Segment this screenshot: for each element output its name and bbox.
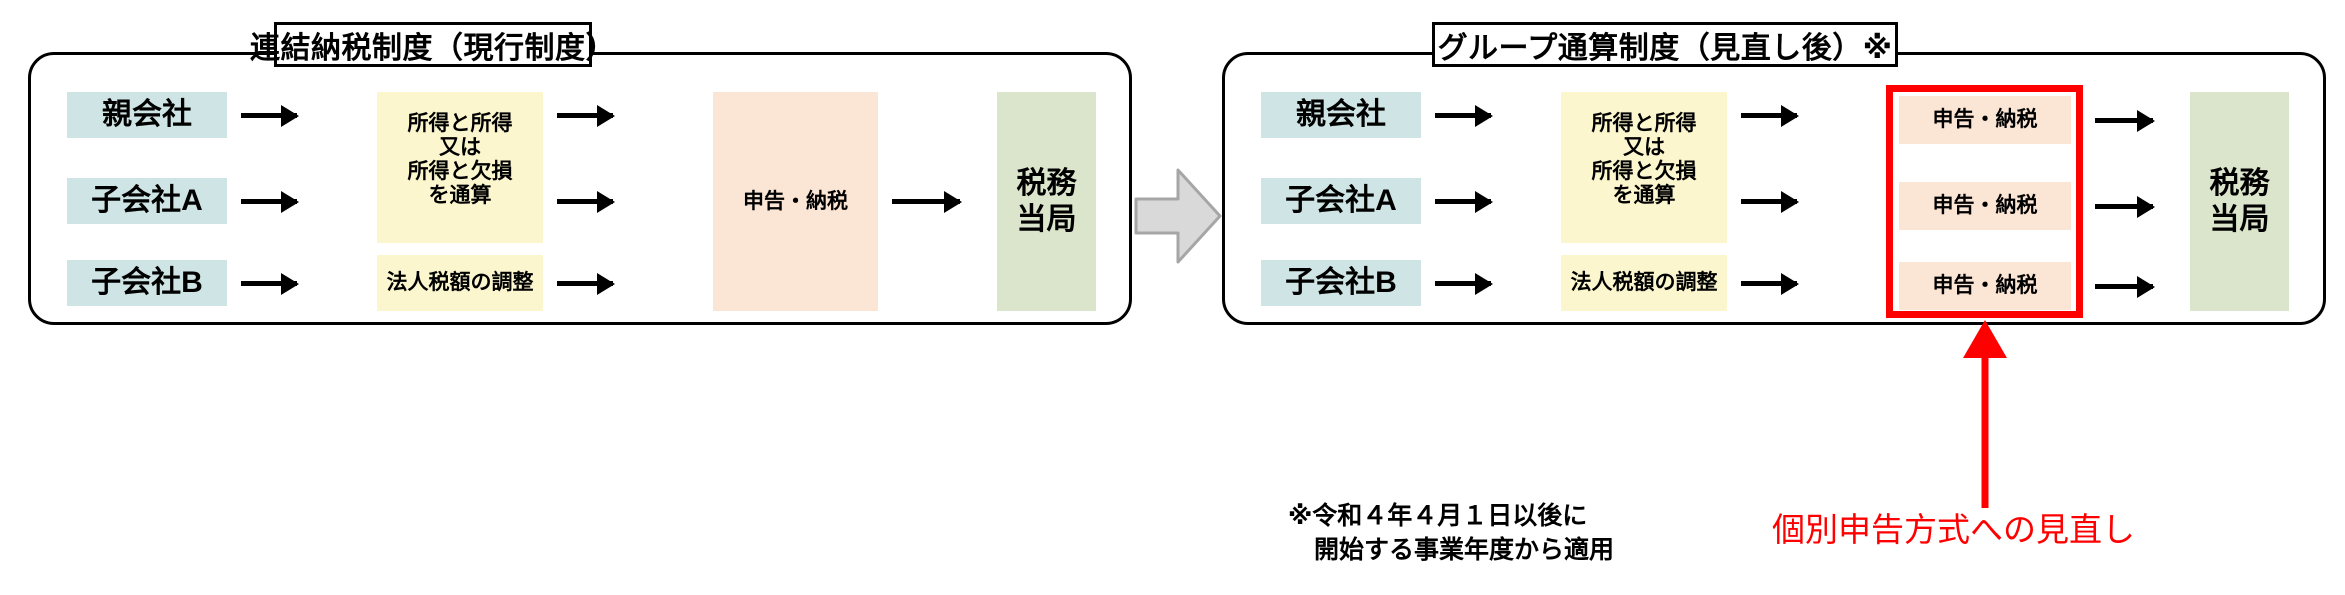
filing-box-parent-right: 申告・納税 [1899, 96, 2071, 144]
calc-line-1: 所得と所得 [407, 112, 513, 135]
arrow-adjust-to-filing-right [1741, 281, 1797, 286]
panel-title-group-aggregation-system: グループ通算制度（見直し後）※ [1432, 22, 1898, 67]
highlight-pointer-arrow-icon [1963, 320, 2007, 508]
individual-filing-highlight-frame [1886, 85, 2083, 318]
filing-box-sub-a-right: 申告・納税 [1899, 182, 2071, 230]
arrow-filing-to-authority-bottom [2095, 284, 2153, 289]
company-box-sub-b-right: 子会社B [1261, 260, 1421, 306]
company-box-parent-left: 親会社 [67, 92, 227, 138]
arrow-sub-a-to-calc-left [241, 199, 297, 204]
footnote-line-1: ※令和４年４月１日以後に [1288, 502, 1588, 530]
calc-line-4: を通算 [428, 183, 492, 207]
arrow-sub-b-to-calc-left [241, 281, 297, 286]
arrow-calc-to-filing-top-left [557, 113, 613, 118]
calc-box-left: 所得と所得 又は 所得と欠損 を通算 [377, 92, 543, 243]
authority-box-left: 税務 当局 [997, 92, 1096, 311]
filing-box-sub-b-right: 申告・納税 [1899, 262, 2071, 310]
filing-box-left: 申告・納税 [713, 92, 878, 311]
arrow-sub-a-to-calc-right [1435, 199, 1491, 204]
adjust-box-left: 法人税額の調整 [377, 255, 543, 311]
footnote-line-2: 開始する事業年度から適用 [1314, 535, 1615, 564]
arrow-filing-to-authority-left [892, 199, 960, 204]
arrow-sub-b-to-calc-right [1435, 281, 1491, 286]
transition-block-arrow-icon [1134, 168, 1222, 264]
authority-line-2: 当局 [1016, 202, 1077, 236]
panel-title-current-system: 連結納税制度（現行制度） [250, 22, 616, 67]
company-box-sub-b-left: 子会社B [67, 260, 227, 306]
calc-line-1: 所得と所得 [1591, 112, 1697, 135]
calc-line-2: 又は [439, 135, 481, 159]
arrow-calc-to-filing-mid-right [1741, 199, 1797, 204]
adjust-box-right: 法人税額の調整 [1561, 255, 1727, 311]
authority-line-2: 当局 [2209, 202, 2270, 236]
arrow-filing-to-authority-top [2095, 118, 2153, 123]
calc-line-2: 又は [1623, 135, 1665, 159]
arrow-adjust-to-filing-left [557, 281, 613, 286]
calc-line-4: を通算 [1612, 183, 1676, 207]
arrow-calc-to-filing-mid-left [557, 199, 613, 204]
company-box-sub-a-left: 子会社A [67, 178, 227, 224]
arrow-calc-to-filing-top-right [1741, 113, 1797, 118]
authority-line-1: 税務 [1016, 167, 1077, 201]
company-box-parent-right: 親会社 [1261, 92, 1421, 138]
authority-box-right: 税務 当局 [2190, 92, 2289, 311]
company-box-sub-a-right: 子会社A [1261, 178, 1421, 224]
arrow-parent-to-calc-left [241, 113, 297, 118]
footnote: ※令和４年４月１日以後に 開始する事業年度から適用 [1288, 500, 1614, 567]
individual-filing-callout-label: 個別申告方式への見直し [1772, 511, 2135, 548]
authority-line-1: 税務 [2209, 167, 2270, 201]
calc-line-3: 所得と欠損 [407, 159, 513, 183]
calc-box-right: 所得と所得 又は 所得と欠損 を通算 [1561, 92, 1727, 243]
arrow-filing-to-authority-mid [2095, 204, 2153, 209]
calc-line-3: 所得と欠損 [1591, 159, 1697, 183]
arrow-parent-to-calc-right [1435, 113, 1491, 118]
